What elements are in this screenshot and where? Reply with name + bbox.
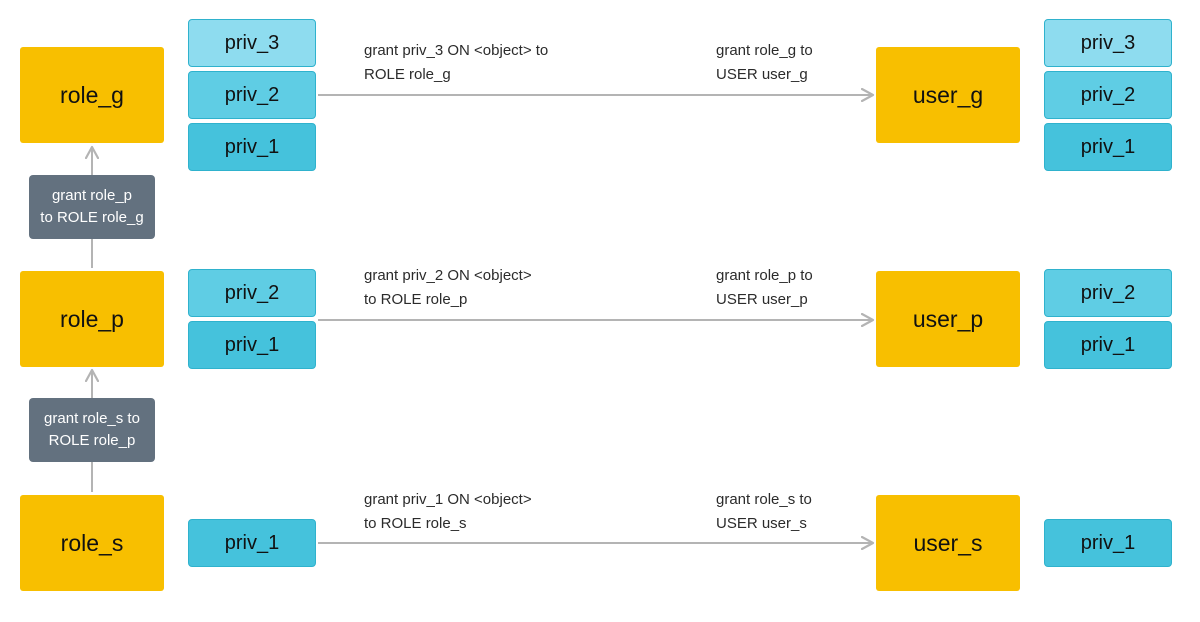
label-line: grant priv_2 ON <object> — [364, 267, 532, 284]
label-line: ROLE role_p — [48, 432, 136, 449]
user-g-box: user_g — [876, 47, 1020, 143]
role-p-box: role_p — [20, 271, 164, 367]
role-p-priv-2: priv_2 — [188, 269, 316, 317]
priv-label: priv_2 — [224, 281, 280, 304]
priv-label: priv_2 — [224, 83, 280, 106]
label-line: grant priv_1 ON <object> — [364, 491, 532, 508]
label-line: grant role_s to — [44, 410, 140, 427]
grant-role-label-g: grant role_g to USER user_g — [716, 39, 813, 87]
priv-label: priv_2 — [1080, 281, 1136, 304]
label-line: USER user_p — [716, 291, 808, 308]
label-line: USER user_g — [716, 66, 808, 83]
user-g-priv-2: priv_2 — [1044, 71, 1172, 119]
priv-label: priv_1 — [1080, 135, 1136, 158]
user-g-priv-3: priv_3 — [1044, 19, 1172, 67]
user-g-priv-1: priv_1 — [1044, 123, 1172, 171]
priv-label: priv_2 — [1080, 83, 1136, 106]
label-line: grant role_p — [51, 187, 133, 204]
user-g-label: user_g — [912, 81, 984, 108]
priv-label: priv_3 — [1080, 31, 1136, 54]
label-line: to ROLE role_p — [364, 291, 468, 308]
priv-label: priv_1 — [1080, 333, 1136, 356]
role-g-priv-3: priv_3 — [188, 19, 316, 67]
role-g-label: role_g — [60, 81, 124, 108]
label-line: to ROLE role_s — [364, 515, 467, 532]
grant-role-s-to-role-p-box: grant role_s to ROLE role_p — [29, 398, 155, 462]
label-line: to ROLE role_g — [40, 209, 144, 226]
priv-label: priv_1 — [224, 531, 280, 554]
grant-role-label-s: grant role_s to USER user_s — [716, 488, 812, 536]
label-line: USER user_s — [716, 515, 807, 532]
role-g-priv-2: priv_2 — [188, 71, 316, 119]
label-line: grant role_g to — [716, 42, 813, 59]
label-line: grant role_s to — [716, 491, 812, 508]
grant-priv-label-g: grant priv_3 ON <object> to ROLE role_g — [364, 39, 548, 87]
role-p-priv-1: priv_1 — [188, 321, 316, 369]
user-s-label: user_s — [913, 529, 983, 556]
user-s-box: user_s — [876, 495, 1020, 591]
label-line: grant priv_3 ON <object> to — [364, 42, 549, 59]
role-g-box: role_g — [20, 47, 164, 143]
priv-label: priv_1 — [224, 333, 280, 356]
user-s-priv-1: priv_1 — [1044, 519, 1172, 567]
role-p-label: role_p — [60, 305, 124, 332]
role-g-priv-1: priv_1 — [188, 123, 316, 171]
role-s-box: role_s — [20, 495, 164, 591]
user-p-priv-2: priv_2 — [1044, 269, 1172, 317]
user-p-box: user_p — [876, 271, 1020, 367]
grant-role-p-to-role-g-box: grant role_p to ROLE role_g — [29, 175, 155, 239]
role-s-label: role_s — [60, 529, 124, 556]
priv-label: priv_1 — [224, 135, 280, 158]
user-p-priv-1: priv_1 — [1044, 321, 1172, 369]
grant-priv-label-p: grant priv_2 ON <object> to ROLE role_p — [364, 264, 532, 312]
priv-label: priv_3 — [224, 31, 280, 54]
role-s-priv-1: priv_1 — [188, 519, 316, 567]
user-p-label: user_p — [912, 305, 984, 332]
priv-label: priv_1 — [1080, 531, 1136, 554]
label-line: grant role_p to — [716, 267, 813, 284]
label-line: ROLE role_g — [364, 66, 451, 83]
grant-role-label-p: grant role_p to USER user_p — [716, 264, 813, 312]
grant-priv-label-s: grant priv_1 ON <object> to ROLE role_s — [364, 488, 532, 536]
